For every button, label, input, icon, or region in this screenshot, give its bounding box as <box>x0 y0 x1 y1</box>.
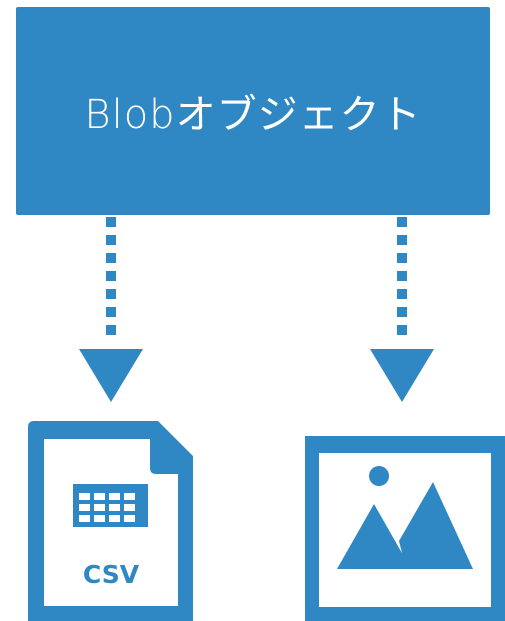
left-dotted-arrow <box>79 217 143 402</box>
blob-object-box: Blobオブジェクト <box>16 7 490 215</box>
image-icon <box>305 436 505 621</box>
blob-object-label: Blobオブジェクト <box>84 92 422 138</box>
csv-file-icon: CSV <box>28 421 193 621</box>
spreadsheet-grid-icon <box>73 484 148 527</box>
csv-label: CSV <box>83 560 140 589</box>
right-dotted-arrow <box>370 217 434 402</box>
sun-icon <box>369 466 389 486</box>
mountains-icon <box>337 482 473 569</box>
